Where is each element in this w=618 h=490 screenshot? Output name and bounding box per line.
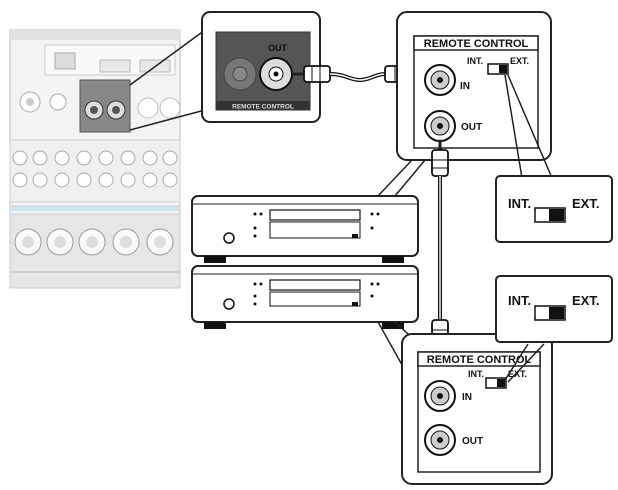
bottom-out-label: OUT (462, 436, 483, 447)
callout-line (377, 159, 413, 197)
receiver-rear-panel (9, 29, 181, 289)
bottom-switch-int-label: INT. (468, 369, 484, 379)
bottom-in-label: IN (462, 392, 472, 403)
callout-line (507, 74, 553, 179)
callout-line (129, 109, 206, 131)
switch-callout-lower: INT. EXT. (495, 275, 613, 343)
bottom-int-ext-switch[interactable] (485, 377, 507, 389)
top-panel-title: REMOTE CONTROL (424, 38, 529, 50)
receiver-out-label: OUT (268, 43, 288, 53)
bottom-panel-title: REMOTE CONTROL (427, 354, 532, 366)
callout-line (394, 159, 426, 197)
top-out-label: OUT (461, 122, 482, 133)
top-int-ext-switch[interactable] (487, 63, 509, 75)
bottom-switch-ext-label: EXT. (508, 369, 527, 379)
receiver-jack-callout: OUT REMOTE CONTROL (201, 11, 321, 123)
top-remote-control-panel: REMOTE CONTROL IN OUT INT. EXT. (396, 11, 552, 161)
receiver-panel-caption: REMOTE CONTROL (232, 104, 294, 111)
callout-line (129, 29, 206, 86)
lower-ext-label: EXT. (572, 293, 599, 308)
callout-line (507, 343, 545, 383)
bottom-remote-control-panel: REMOTE CONTROL IN OUT INT. EXT. (401, 333, 553, 485)
lower-int-label: INT. (508, 293, 531, 308)
cd-player-lower (191, 265, 419, 329)
callout-line (504, 343, 529, 381)
switch-callout-upper: INT. EXT. (495, 175, 613, 243)
top-switch-int-label: INT. (467, 56, 483, 66)
cd-player-upper (191, 195, 419, 263)
top-in-label: IN (460, 81, 470, 92)
callout-line (504, 74, 523, 179)
top-switch-ext-label: EXT. (510, 56, 529, 66)
upper-int-label: INT. (508, 196, 531, 211)
upper-ext-label: EXT. (572, 196, 599, 211)
